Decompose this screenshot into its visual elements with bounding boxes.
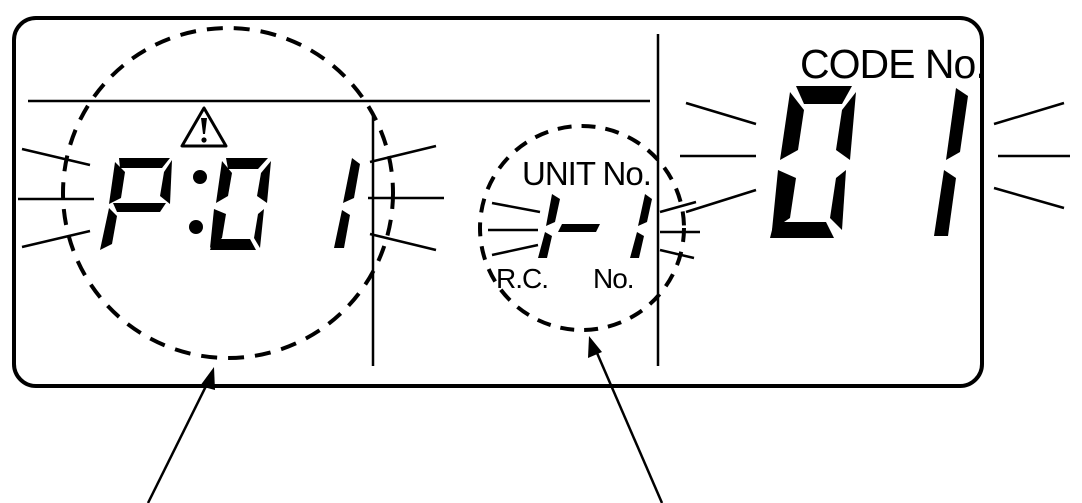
arrow-right (588, 336, 664, 503)
lcd-frame (12, 16, 984, 388)
unit-no-display (538, 194, 652, 258)
check-code-display (100, 158, 360, 250)
rc-label: R.C. (496, 263, 548, 294)
code-digit-1 (934, 88, 968, 236)
code-no-display (770, 86, 968, 238)
blink-marks-check-code (18, 144, 444, 252)
warning-triangle-icon (180, 106, 228, 148)
unit-digit-1b (630, 194, 652, 258)
digit-p (100, 158, 172, 250)
arrow-left (146, 367, 215, 503)
code-digit-0 (770, 86, 856, 238)
blink-marks-code-no (680, 101, 1070, 214)
code-no-label: CODE No. (800, 41, 986, 87)
digit-1 (334, 158, 360, 248)
unit-no-highlight-circle (478, 124, 686, 332)
unit-digit-1a (538, 194, 560, 258)
digit-0 (210, 158, 271, 250)
unit-dash (558, 224, 600, 232)
blink-marks-unit-no (488, 200, 700, 260)
no-label: No. (593, 263, 634, 294)
check-code-highlight-circle (61, 26, 395, 360)
unit-no-label: UNIT No. (522, 155, 651, 192)
colon (189, 170, 207, 234)
